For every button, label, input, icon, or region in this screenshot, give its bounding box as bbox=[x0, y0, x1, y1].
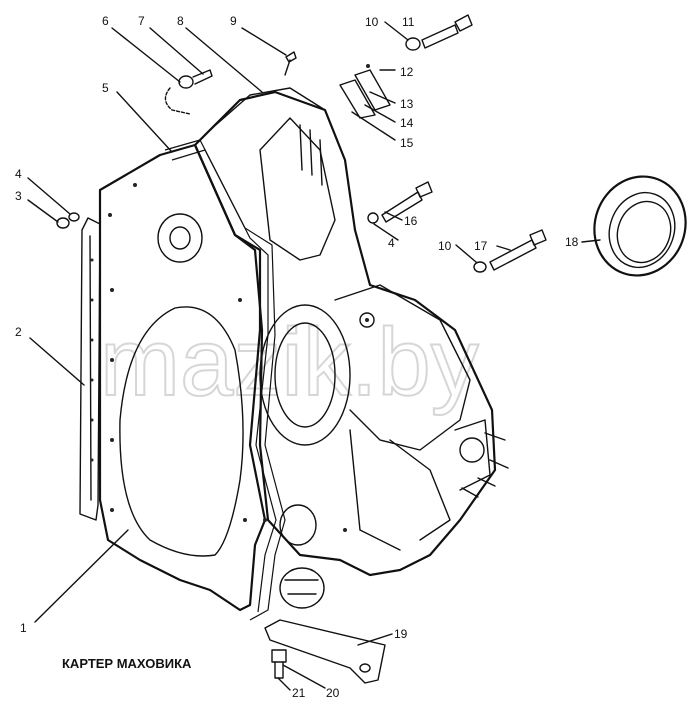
callout-5: 5 bbox=[102, 81, 109, 95]
callout-9: 9 bbox=[230, 14, 237, 28]
callout-3: 3 bbox=[15, 189, 22, 203]
callout-18: 18 bbox=[565, 235, 579, 249]
flywheel-housing bbox=[193, 87, 509, 609]
callout-10-top: 10 bbox=[365, 15, 379, 29]
watermark: mazik.by bbox=[100, 309, 479, 416]
callout-labels: 1 2 3 4 4 5 6 7 8 9 10 10 11 12 13 14 15… bbox=[15, 14, 579, 700]
callout-2: 2 bbox=[15, 325, 22, 339]
callout-10-lower: 10 bbox=[438, 239, 452, 253]
callout-19: 19 bbox=[394, 627, 408, 641]
callout-4-right: 4 bbox=[388, 236, 395, 250]
leader-lines bbox=[27, 21, 601, 691]
callout-11: 11 bbox=[402, 15, 415, 29]
callout-15: 15 bbox=[400, 136, 414, 150]
callout-1: 1 bbox=[20, 621, 27, 635]
support-bracket bbox=[264, 619, 386, 684]
callout-4-left: 4 bbox=[15, 167, 22, 181]
seal-ring bbox=[593, 175, 687, 277]
callout-13: 13 bbox=[400, 97, 414, 111]
callout-20: 20 bbox=[326, 686, 340, 700]
gasket-strip bbox=[79, 217, 101, 521]
callout-21: 21 bbox=[292, 686, 306, 700]
callout-14: 14 bbox=[400, 116, 414, 130]
callout-6: 6 bbox=[102, 14, 109, 28]
diagram-caption: КАРТЕР МАХОВИКА bbox=[62, 656, 192, 671]
callout-16: 16 bbox=[404, 214, 418, 228]
callout-8: 8 bbox=[177, 14, 184, 28]
callout-17: 17 bbox=[474, 239, 488, 253]
callout-7: 7 bbox=[138, 14, 145, 28]
callout-12: 12 bbox=[400, 65, 414, 79]
